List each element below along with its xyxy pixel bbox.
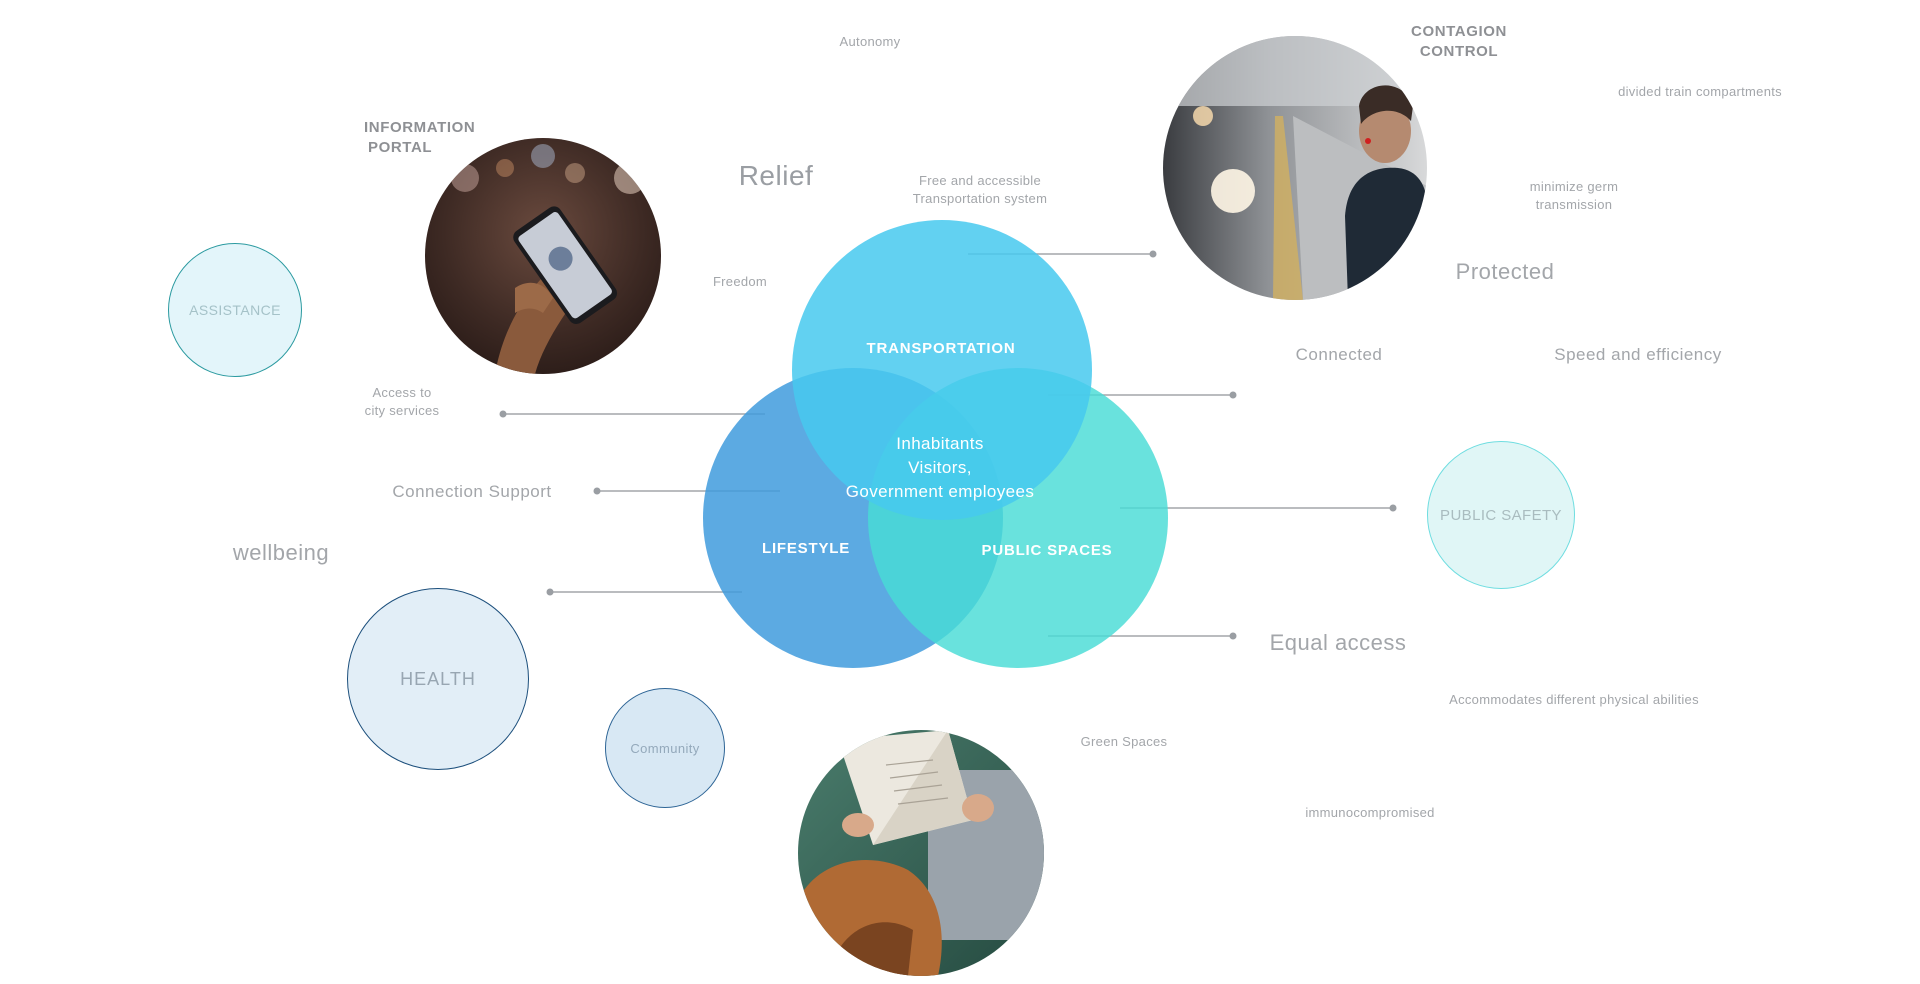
wellbeing-label: wellbeing xyxy=(232,540,330,565)
minimize-germ-line-2: transmission xyxy=(1535,197,1613,212)
health-label: HEALTH xyxy=(400,668,476,689)
public-safety-bubble: PUBLIC SAFETY xyxy=(1427,441,1575,589)
public-safety-label: PUBLIC SAFETY xyxy=(1440,506,1562,524)
relief-label: Relief xyxy=(738,160,814,191)
access-city-line-2: city services xyxy=(364,403,440,418)
smartphone-photo-icon xyxy=(425,138,661,374)
green-spaces-label: Green Spaces xyxy=(1080,734,1168,749)
venn-center-line-2: Visitors, xyxy=(908,458,972,477)
speed-efficiency-label: Speed and efficiency xyxy=(1554,345,1722,364)
information-portal-line-1: INFORMATION xyxy=(364,119,476,136)
venn-center-text: Inhabitants Visitors, Government employe… xyxy=(846,432,1034,504)
venn-center-line-1: Inhabitants xyxy=(896,434,984,453)
access-city-label: Access to city services xyxy=(365,384,440,420)
immunocompromised-label: immunocompromised xyxy=(1305,805,1435,820)
information-portal-heading: INFORMATION PORTAL xyxy=(364,118,475,158)
venn-label-transportation: TRANSPORTATION xyxy=(866,340,1016,357)
contagion-control-line-2: CONTROL xyxy=(1419,43,1499,60)
health-bubble: HEALTH xyxy=(347,588,529,770)
assistance-bubble: ASSISTANCE xyxy=(168,243,302,377)
venn-circle-transportation xyxy=(792,220,1092,520)
accommodates-label: Accommodates different physical abilitie… xyxy=(1449,692,1699,707)
protected-label: Protected xyxy=(1455,259,1555,284)
contagion-control-line-1: CONTAGION xyxy=(1411,23,1507,40)
free-transport-line-1: Free and accessible xyxy=(918,173,1042,188)
divided-train-label: divided train compartments xyxy=(1618,84,1782,99)
minimize-germ-label: minimize germ transmission xyxy=(1530,178,1618,214)
connected-label: Connected xyxy=(1295,345,1383,364)
community-label: Community xyxy=(630,740,700,756)
venn-label-public-spaces: PUBLIC SPACES xyxy=(981,542,1113,559)
venn-center-line-3: Government employees xyxy=(845,482,1035,501)
freedom-label: Freedom xyxy=(712,274,768,289)
free-transport-label: Free and accessible Transportation syste… xyxy=(913,172,1047,208)
free-transport-line-2: Transportation system xyxy=(912,191,1048,206)
connection-support-label: Connection Support xyxy=(392,482,552,501)
access-city-line-1: Access to xyxy=(372,385,432,400)
venn-label-lifestyle: LIFESTYLE xyxy=(761,540,851,557)
autonomy-label: Autonomy xyxy=(839,34,901,49)
subway-commuter-photo-icon xyxy=(1163,36,1427,300)
minimize-germ-line-1: minimize germ xyxy=(1529,179,1619,194)
contagion-control-heading: CONTAGION CONTROL xyxy=(1411,22,1507,62)
reading-person-photo-icon xyxy=(798,730,1044,976)
equal-access-label: Equal access xyxy=(1269,630,1407,655)
venn-diagram xyxy=(703,220,1168,668)
information-portal-line-2: PORTAL xyxy=(368,139,433,156)
assistance-label: ASSISTANCE xyxy=(189,302,281,318)
community-bubble: Community xyxy=(605,688,725,808)
